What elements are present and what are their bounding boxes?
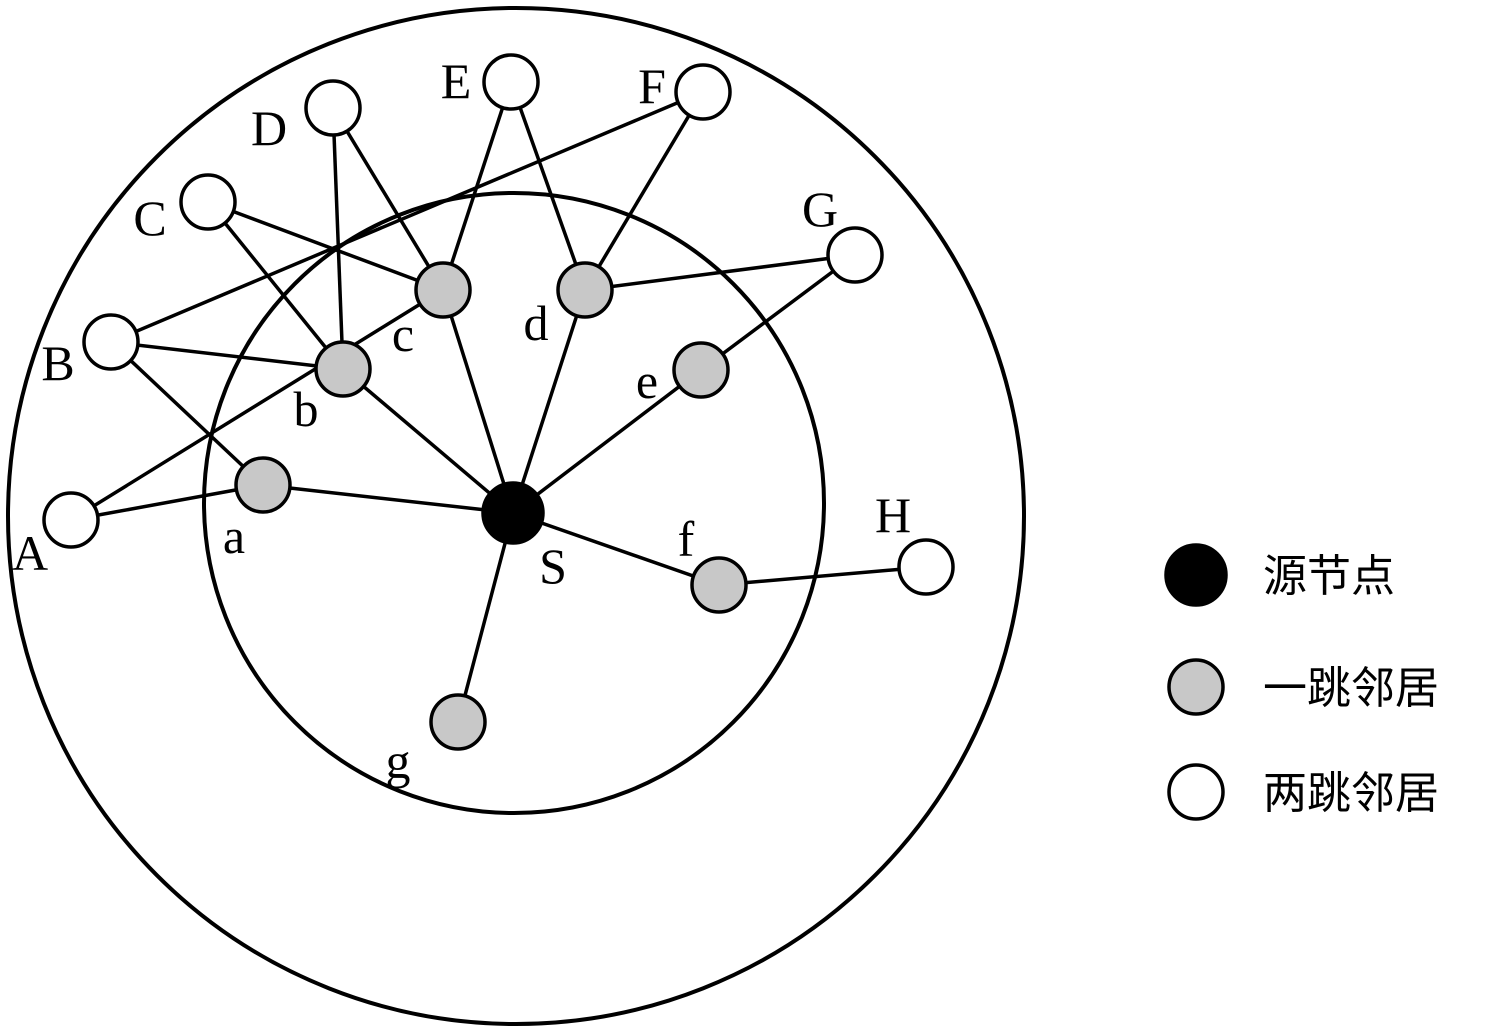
node-label-S: S	[539, 538, 567, 594]
edge-F-d	[583, 91, 705, 291]
node-e	[672, 341, 730, 399]
edge-S-f	[512, 511, 720, 587]
node-label-b: b	[294, 381, 319, 437]
node-B	[82, 313, 140, 371]
node-a	[234, 456, 292, 514]
node-label-B: B	[41, 335, 74, 391]
one-hop-range-ring	[202, 191, 826, 815]
node-label-G: G	[802, 181, 838, 237]
edge-S-d	[511, 289, 587, 514]
edge-E-d	[509, 81, 587, 291]
edge-D-b	[331, 107, 345, 370]
node-b	[314, 340, 372, 398]
node-label-E: E	[441, 53, 472, 109]
node-label-d: d	[524, 295, 549, 351]
node-c	[414, 261, 472, 319]
node-d	[556, 261, 614, 319]
node-label-A: A	[12, 525, 48, 581]
legend-marker-two-hop	[1167, 763, 1225, 821]
node-f	[690, 556, 748, 614]
node-label-F: F	[638, 58, 666, 114]
node-label-f: f	[678, 511, 695, 567]
edge-B-a	[109, 340, 265, 487]
edge-S-b	[341, 367, 515, 515]
edge-B-F	[110, 90, 704, 344]
node-D	[304, 79, 362, 137]
legend-label-source: 源节点	[1263, 551, 1395, 602]
edge-C-c	[207, 200, 444, 292]
edge-A-a	[70, 483, 264, 522]
legend-marker-source	[1164, 543, 1228, 607]
node-label-c: c	[392, 306, 414, 362]
edge-B-b	[110, 340, 344, 371]
legend-label-one-hop: 一跳邻居	[1263, 663, 1439, 714]
edge-A-c	[70, 288, 444, 522]
edge-S-e	[511, 368, 703, 515]
edge-D-c	[331, 107, 445, 291]
node-label-D: D	[251, 100, 287, 156]
edge-f-H	[718, 565, 927, 587]
node-C	[179, 173, 237, 231]
node-A	[42, 491, 100, 549]
node-label-g: g	[386, 733, 411, 789]
edge-S-g	[456, 512, 515, 723]
node-H	[897, 538, 955, 596]
edge-S-a	[262, 483, 514, 515]
edge-E-c	[441, 81, 513, 291]
edge-S-c	[441, 289, 515, 514]
nodes: Sa b c d e f g A B C D E F G H	[12, 53, 955, 789]
node-E	[482, 53, 540, 111]
node-S	[481, 481, 545, 545]
legend-label-two-hop: 两跳邻居	[1263, 768, 1439, 819]
node-g	[429, 693, 487, 751]
edge-C-b	[206, 200, 345, 371]
node-G	[826, 226, 884, 284]
node-label-H: H	[875, 487, 911, 543]
edge-G-d	[584, 253, 856, 292]
two-hop-range-ring	[6, 6, 1026, 1026]
edges	[70, 81, 927, 723]
node-F	[674, 63, 732, 121]
node-label-C: C	[133, 190, 166, 246]
node-label-e: e	[636, 353, 658, 409]
edge-G-e	[699, 253, 857, 372]
legend-marker-one-hop	[1167, 658, 1225, 716]
node-label-a: a	[223, 508, 245, 564]
